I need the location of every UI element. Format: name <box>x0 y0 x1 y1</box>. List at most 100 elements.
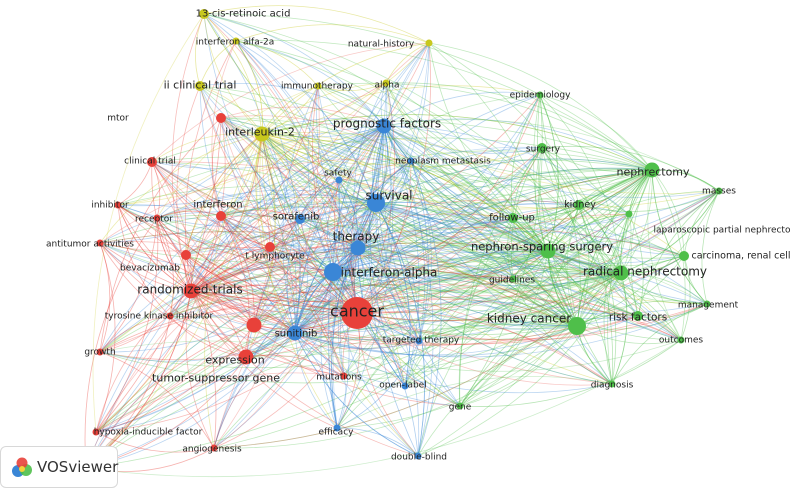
label-efficacy[interactable]: efficacy <box>319 428 355 438</box>
label-mutations[interactable]: mutations <box>316 373 362 383</box>
node-interferon-alfa-2a[interactable] <box>232 37 240 45</box>
label-survival[interactable]: survival <box>365 189 412 203</box>
label-guidelines[interactable]: guidelines <box>489 276 535 286</box>
label-kidney[interactable]: kidney <box>564 200 596 211</box>
node-safety[interactable] <box>335 176 343 184</box>
node-nephrectomy[interactable] <box>644 162 660 178</box>
label-tumor-suppressor-gene[interactable]: tumor-suppressor gene <box>152 372 280 385</box>
node-epidemiology[interactable] <box>536 91 544 99</box>
node-alpha[interactable] <box>382 79 390 87</box>
label-expression[interactable]: expression <box>205 354 264 367</box>
label-nephron-sparing-surgery[interactable]: nephron-sparing surgery <box>471 240 613 254</box>
label-hypoxia-inducible-factor[interactable]: hypoxia-inducible factor <box>94 428 203 438</box>
node-carcinoma-renal-cell[interactable] <box>679 251 689 261</box>
label-tyrosine-kinase-inhibitor[interactable]: tyrosine kinase inhibitor <box>105 312 214 322</box>
node-kidney-cancer[interactable] <box>568 317 586 335</box>
node-tumor-suppressor-gene[interactable] <box>238 349 254 365</box>
label-interleukin-2[interactable]: interleukin-2 <box>225 126 295 139</box>
label-laparoscopic-partial-nephrecto[interactable]: laparoscopic partial nephrecto <box>654 226 791 236</box>
node-risk-factors[interactable] <box>633 311 643 321</box>
label-follow-up[interactable]: follow-up <box>489 213 535 224</box>
label-interferon-alpha[interactable]: interferon-alpha <box>341 266 438 280</box>
label-13-cis-retinoic-acid[interactable]: 13-cis-retinoic acid <box>196 9 291 20</box>
node-clinical-trial[interactable] <box>147 157 157 167</box>
label-nephrectomy[interactable]: nephrectomy <box>616 166 690 179</box>
label-mtor[interactable]: mtor <box>107 114 129 124</box>
label-ii-clinical-trial[interactable]: ii clinical trial <box>164 79 237 92</box>
label-neoplasm-metastasis[interactable]: neoplasm metastasis <box>395 157 491 167</box>
node-gene[interactable] <box>456 402 464 410</box>
label-natural-history[interactable]: natural-history <box>348 40 415 50</box>
label-randomized-trials[interactable]: randomized-trials <box>137 283 242 297</box>
label-sorafenib[interactable]: sorafenib <box>273 212 320 223</box>
node-13-cis-retinoic-acid[interactable] <box>199 9 209 19</box>
label-diagnosis[interactable]: diagnosis <box>591 381 634 391</box>
node-t-lymphocyte[interactable] <box>265 242 275 252</box>
label-clinical-trial[interactable]: clinical trial <box>124 157 176 167</box>
node-masses[interactable] <box>715 187 723 195</box>
label-carcinoma-renal-cell[interactable]: carcinoma, renal cell <box>692 251 791 262</box>
label-receptor[interactable]: receptor <box>135 215 173 225</box>
node-neoplasm-metastasis[interactable] <box>407 157 415 165</box>
label-epidemiology[interactable]: epidemiology <box>510 91 571 101</box>
node-kidney[interactable] <box>574 200 584 210</box>
node-inhibitor[interactable] <box>114 201 122 209</box>
label-therapy[interactable]: therapy <box>333 230 380 244</box>
label-interferon-alfa-2a[interactable]: interferon alfa-2a <box>196 38 274 48</box>
node-bevacizumab[interactable] <box>181 250 191 260</box>
label-angiogenesis[interactable]: angiogenesis <box>182 445 242 455</box>
node-randomized-trials[interactable] <box>183 283 199 299</box>
node-interferon[interactable] <box>216 211 226 221</box>
label-immunotherapy[interactable]: immunotherapy <box>281 82 354 92</box>
node-diagnosis[interactable] <box>608 380 616 388</box>
node-therapy[interactable] <box>350 240 366 256</box>
label-inhibitor[interactable]: inhibitor <box>91 201 129 211</box>
label-kidney-cancer[interactable]: kidney cancer <box>487 312 571 326</box>
node-cancer[interactable] <box>341 297 373 329</box>
label-management[interactable]: management <box>678 301 739 311</box>
label-bevacizumab[interactable]: bevacizumab <box>120 264 180 274</box>
node-ii-clinical-trial[interactable] <box>195 81 205 91</box>
node-outcomes[interactable] <box>677 336 685 344</box>
node-immunotherapy[interactable] <box>314 82 322 90</box>
node-guidelines[interactable] <box>509 275 517 283</box>
node-tyrosine-kinase-inhibitor[interactable] <box>166 312 174 320</box>
label-targeted-therapy[interactable]: targeted therapy <box>383 336 460 346</box>
node-receptor[interactable] <box>153 214 161 222</box>
node-follow-up[interactable] <box>508 213 518 223</box>
label-alpha[interactable]: alpha <box>375 81 400 91</box>
node-growth[interactable] <box>96 348 104 356</box>
label-safety[interactable]: safety <box>324 169 352 179</box>
label-gene[interactable]: gene <box>449 403 472 413</box>
node-sorafenib[interactable] <box>295 214 305 224</box>
node-efficacy[interactable] <box>333 424 341 432</box>
node-sunitinib[interactable] <box>287 325 303 341</box>
node-radical-nephrectomy[interactable] <box>613 265 629 281</box>
label-masses[interactable]: masses <box>702 187 736 197</box>
label-growth[interactable]: growth <box>84 348 115 358</box>
node-targeted-therapy[interactable] <box>415 337 423 345</box>
label-antitumor-activities[interactable]: antitumor activities <box>46 240 134 250</box>
node-antitumor-activities[interactable] <box>96 239 104 247</box>
node-management[interactable] <box>703 300 711 308</box>
node-interferon-alpha[interactable] <box>324 263 342 281</box>
label-surgery[interactable]: surgery <box>526 145 561 155</box>
node-prognostic-factors[interactable] <box>376 118 392 134</box>
node-angiogenesis[interactable] <box>210 444 218 452</box>
label-cancer[interactable]: cancer <box>330 302 384 321</box>
label-interferon[interactable]: interferon <box>193 200 242 211</box>
label-prognostic-factors[interactable]: prognostic factors <box>333 117 441 131</box>
node-nephron-sparing-surgery[interactable] <box>540 243 556 259</box>
node-hypoxia-inducible-factor[interactable] <box>92 428 100 436</box>
node-survival[interactable] <box>367 194 385 212</box>
label-risk-factors[interactable]: risk factors <box>609 312 667 324</box>
label-outcomes[interactable]: outcomes <box>659 336 703 346</box>
label-double-blind[interactable]: double-blind <box>391 453 447 463</box>
label-radical-nephrectomy[interactable]: radical nephrectomy <box>583 265 707 279</box>
label-open-label[interactable]: open-label <box>379 381 426 391</box>
node-mtor[interactable] <box>216 113 226 123</box>
node-laparoscopic-partial-nephrecto[interactable] <box>625 210 633 218</box>
node-natural-history[interactable] <box>425 39 433 47</box>
node-open-label[interactable] <box>401 382 409 390</box>
